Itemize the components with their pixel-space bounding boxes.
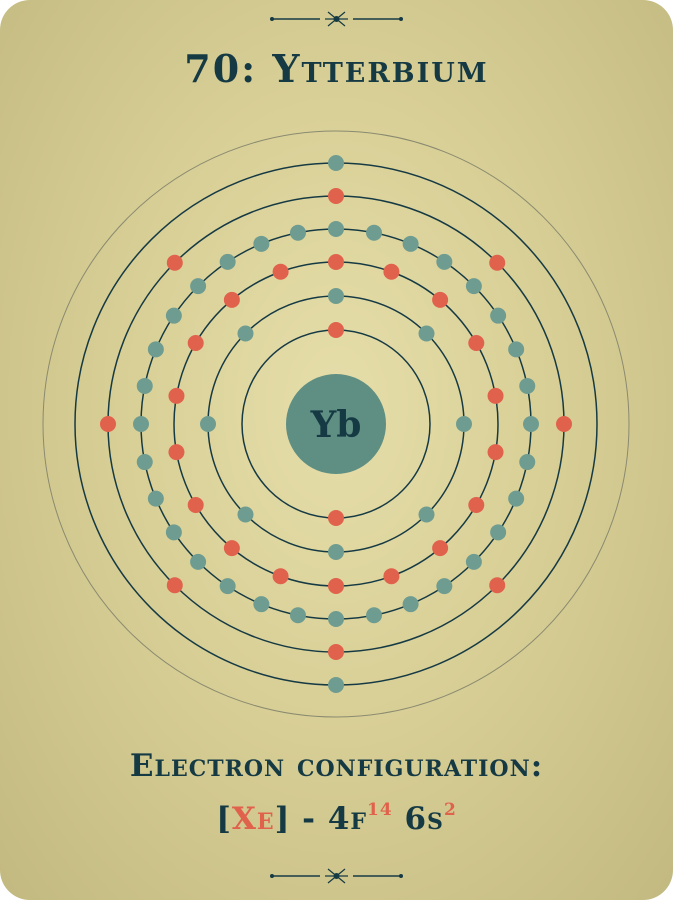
electron <box>465 553 482 570</box>
electron <box>490 307 507 324</box>
electrons <box>100 155 572 693</box>
electron <box>272 568 289 585</box>
electron <box>136 377 153 394</box>
electron <box>523 416 539 432</box>
electron <box>168 444 185 461</box>
electron <box>328 578 344 594</box>
electron <box>223 540 240 557</box>
electron <box>136 454 153 471</box>
electron <box>456 416 472 432</box>
orbital-4f-count: 14 <box>367 800 393 820</box>
electron <box>187 335 204 351</box>
electron <box>165 307 182 324</box>
electron <box>508 490 525 507</box>
electron <box>200 416 216 432</box>
electron <box>328 544 344 560</box>
electron <box>187 497 204 513</box>
electron <box>289 607 306 624</box>
nucleus <box>286 374 386 474</box>
electron <box>166 577 183 594</box>
electron <box>556 416 572 432</box>
electron <box>166 254 183 271</box>
electron <box>436 578 453 595</box>
electron <box>366 607 383 624</box>
electron <box>328 254 344 270</box>
electron <box>432 540 449 557</box>
electron <box>100 416 116 432</box>
electron <box>328 288 344 304</box>
configuration-label: Electron configuration: <box>129 748 544 784</box>
configuration-separator: - <box>290 801 328 837</box>
core-bracket-close: ] <box>274 801 291 837</box>
electron <box>490 524 507 541</box>
electron <box>383 263 400 280</box>
electron <box>383 568 400 585</box>
electron <box>168 387 185 404</box>
outer-halo-ring <box>42 130 630 718</box>
electron <box>253 235 270 252</box>
electron <box>328 611 344 627</box>
electron <box>272 263 289 280</box>
electron <box>418 506 435 523</box>
electron <box>289 224 306 241</box>
orbital-6s-count: 2 <box>443 800 457 820</box>
top-ornament-icon <box>270 11 403 27</box>
electron <box>465 278 482 295</box>
electron <box>328 188 344 204</box>
bottom-ornament-icon <box>270 868 403 884</box>
electron <box>402 596 419 613</box>
electron <box>366 224 383 241</box>
electron <box>489 577 506 594</box>
electron <box>468 497 485 513</box>
electron <box>418 325 435 342</box>
electron <box>147 490 164 507</box>
electron <box>402 235 419 252</box>
element-title: 70: Ytterbium <box>184 46 489 91</box>
electron <box>328 322 344 338</box>
electron <box>219 253 236 270</box>
electron <box>519 377 536 394</box>
orbital-6s: 6s <box>404 801 444 837</box>
electron <box>253 596 270 613</box>
core-bracket-open: [ <box>216 801 232 837</box>
electron <box>147 341 164 358</box>
configuration-value: [Xe] - 4f14 6s2 <box>0 800 673 837</box>
electron <box>165 524 182 541</box>
orbital-4f: 4f <box>327 801 368 837</box>
electron <box>487 444 504 461</box>
electron <box>519 454 536 471</box>
electron <box>487 387 504 404</box>
electron <box>468 335 485 351</box>
electron <box>489 254 506 271</box>
electron <box>328 155 344 171</box>
electron <box>432 291 449 308</box>
electron <box>133 416 149 432</box>
electron <box>328 677 344 693</box>
electron <box>237 506 254 523</box>
electron <box>190 553 207 570</box>
electron <box>237 325 254 342</box>
electron <box>328 510 344 526</box>
electron <box>328 644 344 660</box>
noble-gas-core: Xe <box>231 801 275 837</box>
electron <box>436 253 453 270</box>
electron <box>508 341 525 358</box>
electron <box>219 578 236 595</box>
electron <box>328 221 344 237</box>
element-symbol: Yb <box>310 404 362 446</box>
electron <box>223 291 240 308</box>
electron <box>190 278 207 295</box>
